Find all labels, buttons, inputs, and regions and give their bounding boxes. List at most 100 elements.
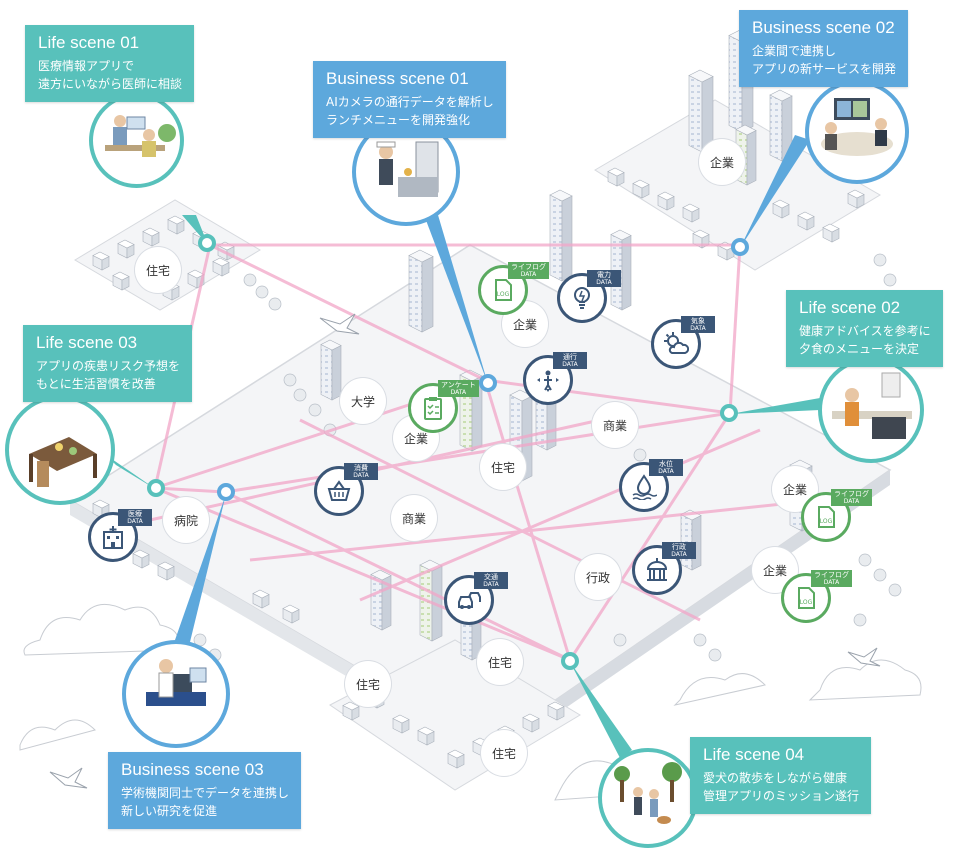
data-tag-sub: DATA [562,361,578,368]
data-tag-label: 水位 [659,460,673,468]
tree [308,403,322,417]
log-icon: LOG [818,506,835,528]
data-tag-label: 医療 [128,510,142,518]
tree [613,633,627,647]
callout-line: アプリの疾患リスク予想を [36,359,181,373]
tree [888,583,902,597]
data-tag-sub: DATA [823,579,840,586]
house [117,239,135,259]
house [252,589,270,609]
data-tag-label: アンケート [441,381,476,389]
zone-label: 商業 [391,495,437,541]
callout-business-scene-02: Business scene 02 企業間で連携し アプリの新サービスを開発 [739,10,909,87]
house [772,199,790,219]
tree [693,633,707,647]
business-scene-03-illustration [122,640,230,748]
zone-label: 住宅 [477,639,523,685]
data-tag-label: 行政 [672,543,686,551]
business-scene-02-pin [731,238,749,256]
data-tag-label: 消費 [354,464,368,472]
house [157,561,175,581]
zone-label: 住宅 [481,730,527,776]
life-scene-02-pin [720,404,738,422]
callout-business-scene-03: Business scene 03 学術機関同士でデータを連携し 新しい研究を促… [108,752,302,829]
house [92,251,110,271]
tree [293,388,307,402]
callout-life-scene-02: Life scene 02 健康アドバイスを参考に 夕食のメニューを決定 [786,290,943,367]
callout-title: Life scene 02 [799,298,901,317]
callout-line: もとに生活習慣を改善 [36,377,156,391]
callout-business-scene-01: Business scene 01 AIカメラの通行データを解析し ランチメニュ… [313,61,506,138]
data-tag-label: 交通 [484,573,498,581]
trees [193,253,902,662]
house [447,749,465,769]
business-scene-01-pin [479,374,497,392]
data-tag-label: 電力 [597,271,611,279]
tree [883,273,897,287]
life-scene-03-illustration [5,395,115,505]
building [688,69,714,153]
house [682,203,700,223]
callout-line: 医療情報アプリで [38,59,135,73]
callout-title: Business scene 01 [326,69,469,88]
data-tag-sub: DATA [596,279,612,286]
data-tag-label: 通行 [563,353,577,361]
data-tag-sub: DATA [520,271,537,278]
log-icon: LOG [798,587,815,609]
building [610,229,632,311]
house [142,227,160,247]
zone-label: 病院 [163,497,209,543]
weather-icon [664,332,689,354]
life-scene-01-pin [198,234,216,252]
house [657,191,675,211]
callout-title: Business scene 03 [121,760,264,779]
tree [243,273,257,287]
business-scene-03-pin [217,483,235,501]
tree [853,613,867,627]
data-tag-sub: DATA [690,325,706,332]
tree [708,648,722,662]
house [547,701,565,721]
tree [633,448,647,462]
traffic-flow-icon [537,370,559,392]
house [112,271,130,291]
house [212,257,230,277]
life-scene-03-pin [147,479,165,497]
zone-label: 住宅 [480,444,526,490]
life-scene-04-illustration [598,748,698,848]
callout-line: 企業間で連携し [752,44,837,58]
callout-line: 学術機関同士でデータを連携し [121,786,290,800]
tree [255,285,269,299]
house [132,549,150,569]
log-text: LOG [820,518,833,525]
zone-label: 行政 [575,554,621,600]
callout-line: 健康アドバイスを参考に [799,324,931,338]
house [847,189,865,209]
zone-label: 住宅 [135,247,181,293]
callout-line: 遠方にいながら医師に相談 [38,77,183,91]
house [282,604,300,624]
data-tag-label: 気象 [691,317,705,325]
data-tag-sub: DATA [671,551,687,558]
life-scene-04-pin [561,652,579,670]
clipboard-icon [424,397,442,420]
callout-line: 愛犬の散歩をしながら健康 [703,771,848,785]
house [392,714,410,734]
life-scene-01-illustration [89,93,184,188]
building [408,249,434,333]
callout-line: 新しい研究を促進 [121,804,218,818]
